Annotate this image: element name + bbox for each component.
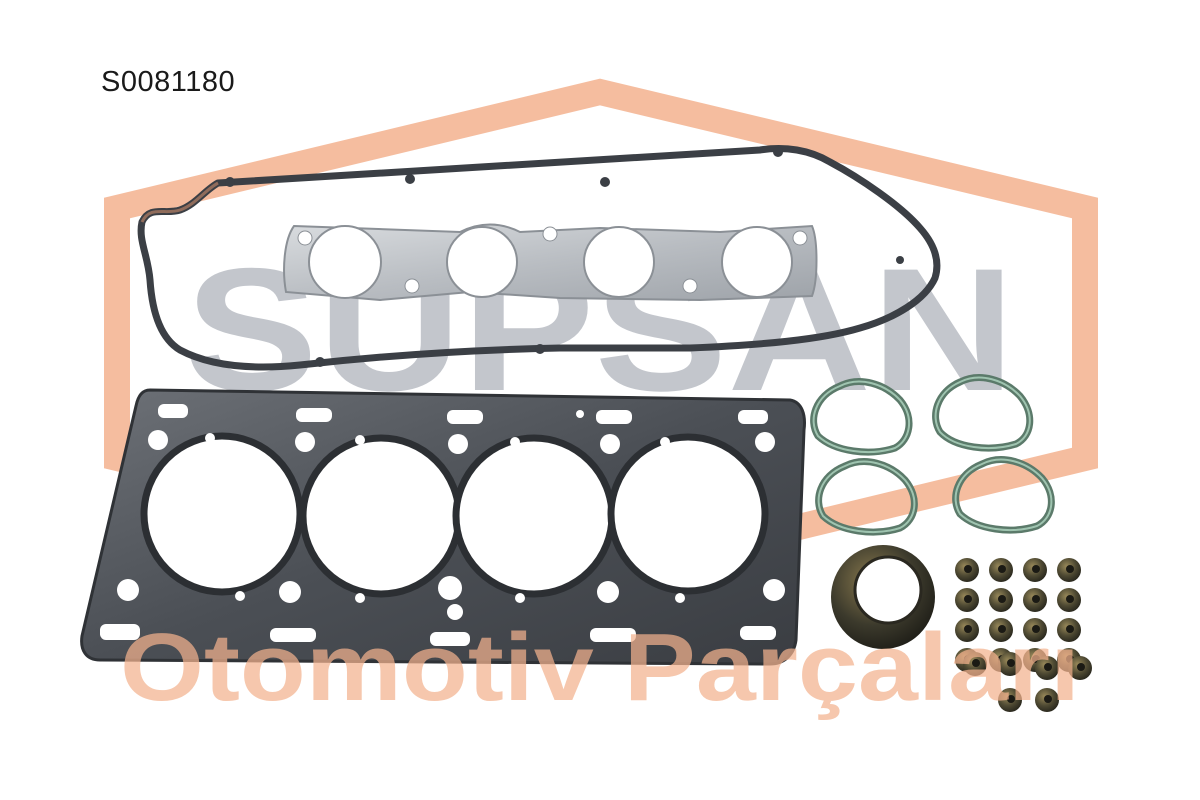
valve-stem-seal-bore bbox=[998, 625, 1006, 633]
valve-stem-seal-bore bbox=[1077, 663, 1085, 671]
shaft-oil-seal bbox=[831, 545, 935, 649]
intake-seal-3 bbox=[815, 458, 918, 536]
valve-stem-seal-bore bbox=[1066, 595, 1074, 603]
valve-stem-seals bbox=[955, 558, 1092, 712]
intake-seal-4 bbox=[952, 456, 1055, 534]
intake-seal-1 bbox=[810, 378, 913, 456]
valve-stem-seal-bore bbox=[964, 625, 972, 633]
valve-stem-seal-bore bbox=[1032, 625, 1040, 633]
intake-seal-2 bbox=[932, 374, 1034, 452]
valve-stem-seal-bore bbox=[972, 659, 980, 667]
valve-cover-gasket bbox=[137, 145, 941, 371]
valve-stem-seal-bore bbox=[964, 595, 972, 603]
watermark-tagline-text: Otomotiv Parçaları bbox=[120, 614, 1080, 721]
valve-stem-seal-bore bbox=[1044, 695, 1052, 703]
valve-stem-seal-bore bbox=[1007, 695, 1015, 703]
valve-stem-seal-bore bbox=[1066, 565, 1074, 573]
valve-stem-seal-bore bbox=[1032, 565, 1040, 573]
valve-stem-seal-bore bbox=[998, 595, 1006, 603]
part-code-label: S0081180 bbox=[101, 66, 236, 98]
cylinder-head-gasket bbox=[80, 388, 806, 666]
exhaust-manifold-gasket bbox=[283, 223, 818, 302]
valve-stem-seal-bore bbox=[964, 565, 972, 573]
valve-stem-seal-bore bbox=[1044, 663, 1052, 671]
valve-stem-seal-bore bbox=[1032, 595, 1040, 603]
valve-stem-seal-bore bbox=[998, 565, 1006, 573]
valve-stem-seal-bore bbox=[1007, 659, 1015, 667]
valve-stem-seal-bore bbox=[1066, 625, 1074, 633]
